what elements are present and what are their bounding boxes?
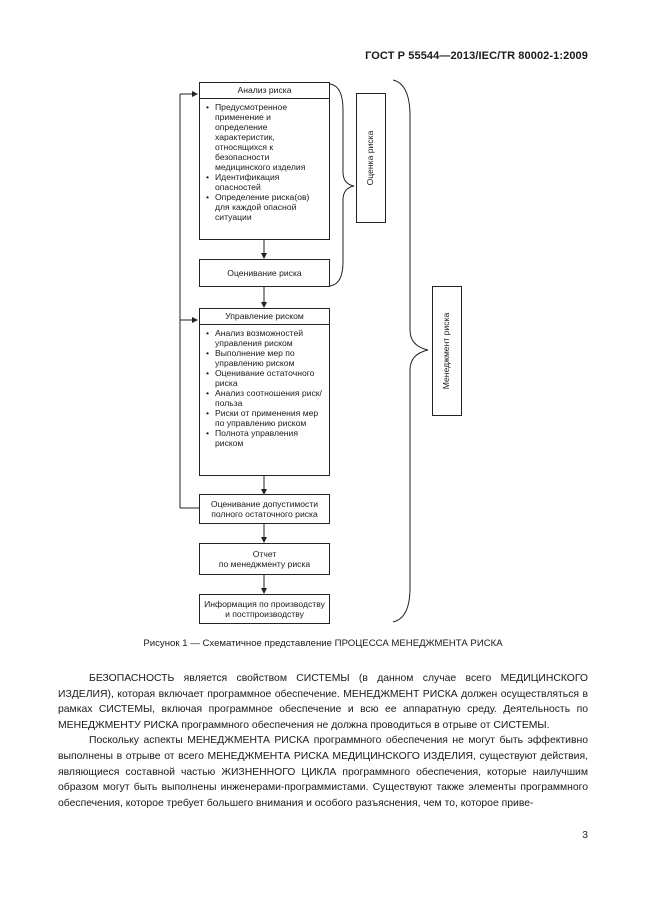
risk-analysis-item: Определение риска(ов) для каждой опасной… bbox=[206, 192, 325, 222]
risk-management-diagram: Анализ риска Предусмотренное применение … bbox=[0, 0, 646, 640]
production-info-box: Информация по производству и постпроизво… bbox=[199, 594, 330, 624]
risk-control-item: Анализ соотношения риск/польза bbox=[206, 388, 325, 408]
risk-assessment-label: Оценка риска bbox=[365, 130, 375, 186]
risk-control-box: Управление риском Анализ возможностей уп… bbox=[199, 308, 330, 476]
report-box: Отчет по менеджменту риска bbox=[199, 543, 330, 575]
risk-assessment-label-box bbox=[356, 93, 386, 223]
production-info-line1: Информация по производству bbox=[204, 599, 325, 609]
risk-control-item: Риски от применения мер по управлению ри… bbox=[206, 408, 325, 428]
risk-evaluation-box: Оценивание риска bbox=[199, 259, 330, 287]
page-number: 3 bbox=[582, 830, 588, 841]
report-line1: Отчет bbox=[252, 549, 277, 559]
figure-caption: Рисунок 1 — Схематичное представление ПР… bbox=[143, 638, 503, 649]
risk-analysis-title: Анализ риска bbox=[200, 83, 329, 99]
report-line2: по менеджменту риска bbox=[218, 559, 311, 569]
risk-analysis-item: Идентификация опасностей bbox=[206, 172, 325, 192]
risk-control-item: Выполнение мер по управлению риском bbox=[206, 348, 325, 368]
risk-management-label: Менеджмент риска bbox=[441, 312, 451, 390]
risk-management-label-box bbox=[432, 286, 462, 416]
standard-header: ГОСТ Р 55544—2013/IEC/TR 80002-1:2009 bbox=[365, 50, 588, 62]
risk-control-item: Оценивание остаточного риска bbox=[206, 368, 325, 388]
paragraph: Поскольку аспекты МЕНЕДЖМЕНТА РИСКА прог… bbox=[58, 735, 588, 809]
risk-evaluation-label: Оценивание риска bbox=[227, 268, 302, 278]
paragraph: БЕЗОПАСНОСТЬ является свойством СИСТЕМЫ … bbox=[58, 673, 588, 731]
risk-control-item: Анализ возможностей управления риском bbox=[206, 328, 325, 348]
body-text: БЕЗОПАСНОСТЬ является свойством СИСТЕМЫ … bbox=[58, 671, 588, 811]
residual-risk-line1: Оценивание допустимости bbox=[210, 499, 319, 509]
brace-risk-assessment bbox=[329, 83, 355, 287]
residual-risk-line2: полного остаточного риска bbox=[211, 509, 318, 519]
risk-control-item: Полнота управления риском bbox=[206, 428, 325, 448]
risk-analysis-box: Анализ риска Предусмотренное применение … bbox=[199, 82, 330, 240]
brace-risk-management bbox=[392, 79, 429, 623]
risk-control-title: Управление риском bbox=[200, 309, 329, 325]
production-info-line2: и постпроизводству bbox=[225, 609, 304, 619]
residual-risk-box: Оценивание допустимости полного остаточн… bbox=[199, 494, 330, 524]
risk-analysis-item: Предусмотренное применение и определение… bbox=[206, 102, 325, 172]
diagram-connectors bbox=[179, 79, 429, 623]
